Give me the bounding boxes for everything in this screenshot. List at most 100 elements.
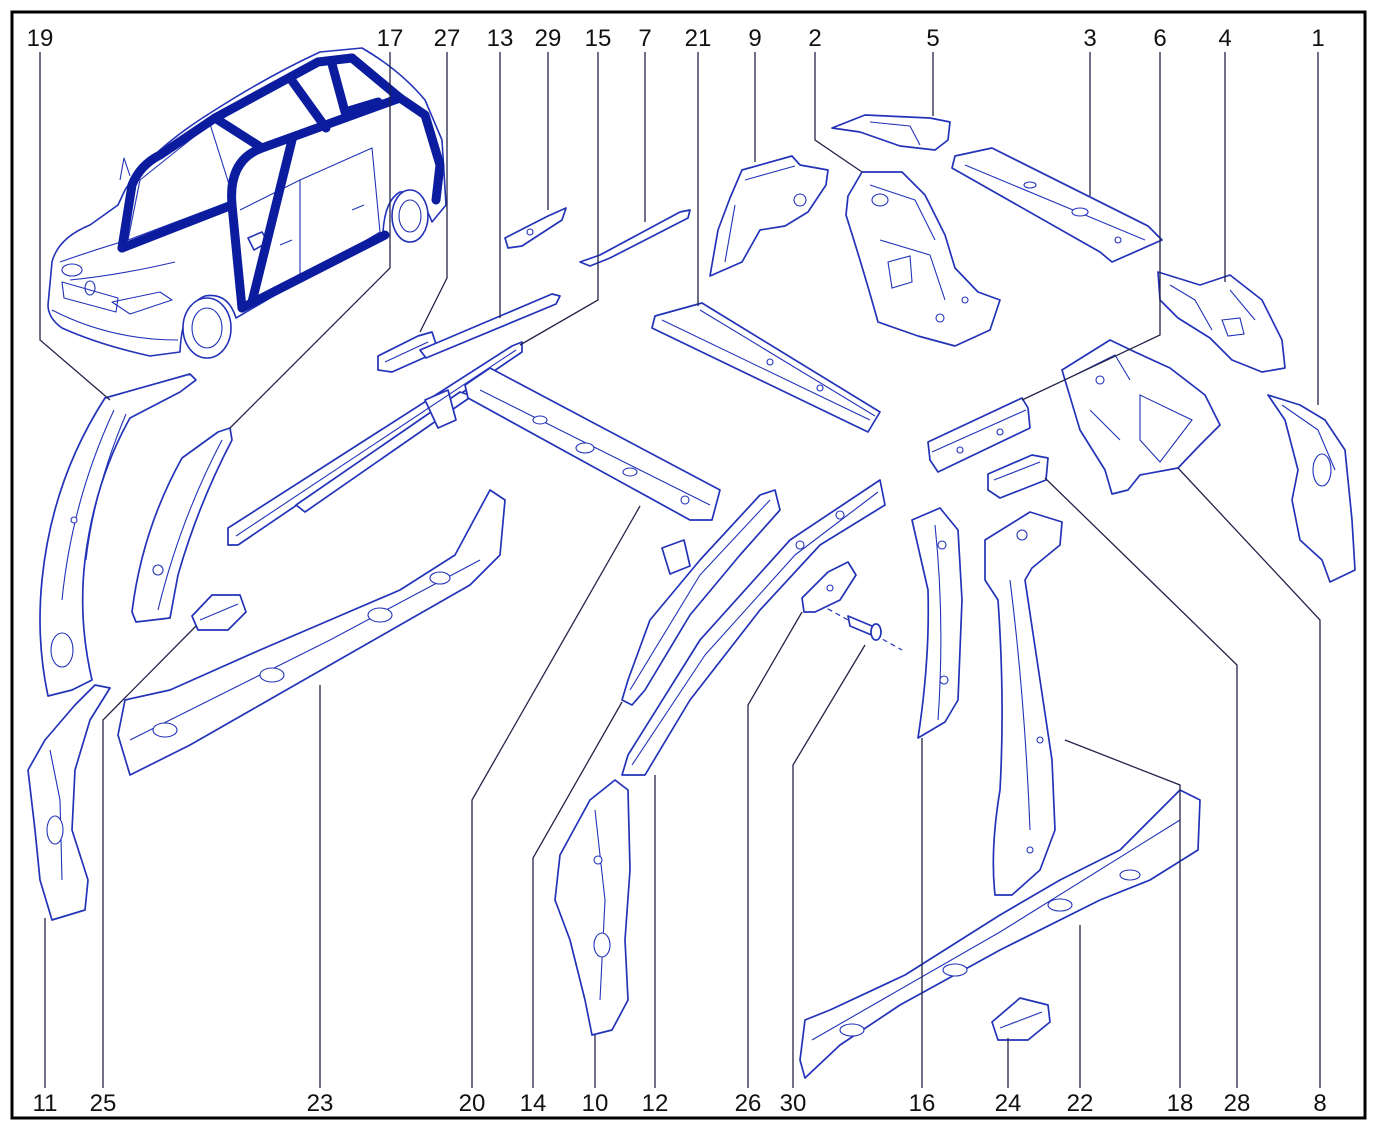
car-headlight-left — [61, 263, 83, 277]
leader-line-25 — [102, 625, 197, 1088]
leader-line-17 — [229, 52, 391, 429]
part-detail — [999, 1011, 1043, 1029]
car-rear-wheel-rim — [398, 199, 422, 233]
part-hole — [1071, 207, 1089, 217]
car-frame-roof-bow-front — [210, 113, 267, 153]
part-outline — [554, 779, 631, 1036]
part-hole — [795, 540, 805, 550]
callout-21: 21 — [685, 25, 712, 52]
part-detail — [235, 349, 517, 537]
part-hole — [1036, 736, 1044, 744]
part-5 — [831, 114, 951, 151]
car-frame-windshield — [117, 113, 220, 253]
part-hole — [429, 571, 451, 585]
part-8 — [1061, 339, 1221, 495]
car-frame-b-pillar — [247, 135, 297, 307]
car-frame-c-pillar — [327, 59, 383, 117]
part-20 — [464, 367, 721, 521]
part-outline — [131, 427, 233, 623]
part-22 — [799, 789, 1201, 1079]
part-29 — [504, 207, 567, 249]
callout-1: 1 — [1311, 25, 1324, 52]
part-hole — [871, 193, 889, 207]
part-axis — [811, 599, 903, 651]
part-opening — [1139, 394, 1193, 463]
part-hole — [1023, 181, 1037, 189]
part-1 — [1267, 394, 1356, 583]
callout-14: 14 — [520, 1090, 547, 1117]
car-frame-roof-bow-rear — [347, 53, 405, 103]
part-hole — [961, 296, 969, 304]
part-12 — [621, 479, 886, 776]
callout-29: 29 — [535, 25, 562, 52]
part-outline — [845, 171, 1001, 347]
part-hole — [937, 540, 947, 550]
part-detail — [629, 499, 771, 691]
part-3 — [951, 147, 1163, 263]
part-detail — [157, 439, 223, 611]
callout-20: 20 — [459, 1090, 486, 1117]
callout-2: 2 — [808, 25, 821, 52]
part-28 — [987, 454, 1049, 499]
leader-line-26 — [747, 611, 803, 1088]
part-outline — [621, 489, 781, 706]
part-hole — [1026, 846, 1034, 854]
leader-line-28 — [1044, 477, 1238, 1088]
callout-30: 30 — [780, 1090, 807, 1117]
part-outline — [951, 147, 1163, 263]
callout-18: 18 — [1167, 1090, 1194, 1117]
part-outline — [987, 454, 1049, 499]
part-14 — [621, 489, 781, 706]
callout-11: 11 — [33, 1090, 58, 1117]
part-tab — [661, 539, 691, 575]
part-outline — [651, 302, 881, 433]
part-hole — [793, 193, 807, 207]
part-outline — [991, 997, 1051, 1041]
diagram-frame — [10, 10, 1367, 1120]
part-hole — [152, 564, 164, 576]
part-23 — [117, 489, 506, 776]
part-18 — [984, 511, 1063, 896]
callout-8: 8 — [1313, 1090, 1326, 1117]
part-detail — [869, 184, 946, 301]
part-hole — [152, 722, 178, 738]
part-hole — [956, 446, 964, 454]
part-hole — [766, 358, 774, 366]
callout-23: 23 — [307, 1090, 334, 1117]
car-door-handle — [279, 204, 365, 246]
callout-24: 24 — [995, 1090, 1022, 1117]
car-badge — [84, 280, 96, 296]
part-hole — [1221, 317, 1245, 337]
part-2 — [845, 171, 1001, 347]
part-hole — [367, 607, 393, 623]
leader-line-8 — [1177, 467, 1321, 1088]
callout-17: 17 — [377, 25, 404, 52]
leader-line-20 — [471, 505, 641, 1088]
leader-line-30 — [792, 644, 866, 1088]
part-detail — [811, 819, 1181, 1041]
part-24 — [991, 997, 1051, 1041]
part-hole — [575, 442, 595, 454]
car-frame-a-pillar-lower — [227, 200, 247, 313]
part-6 — [927, 397, 1031, 473]
part-hole — [50, 632, 74, 668]
part-30 — [811, 599, 903, 651]
part-detail — [964, 164, 1146, 241]
part-17 — [131, 427, 233, 623]
part-hole — [935, 313, 945, 323]
car-bumper-line — [51, 309, 179, 341]
car-front-wheel-rim — [191, 307, 223, 349]
part-hole — [46, 815, 64, 845]
part-outline — [799, 789, 1201, 1079]
part-outline — [1157, 271, 1286, 373]
part-detail — [479, 389, 711, 506]
part-26 — [801, 561, 857, 613]
leader-line-6 — [1021, 52, 1161, 401]
part-detail — [631, 491, 879, 766]
part-outline — [579, 209, 691, 267]
leader-line-18 — [1064, 739, 1181, 1088]
part-7 — [579, 209, 691, 267]
part-detail — [1009, 579, 1031, 831]
part-outline — [709, 155, 829, 277]
callout-5: 5 — [926, 25, 939, 52]
